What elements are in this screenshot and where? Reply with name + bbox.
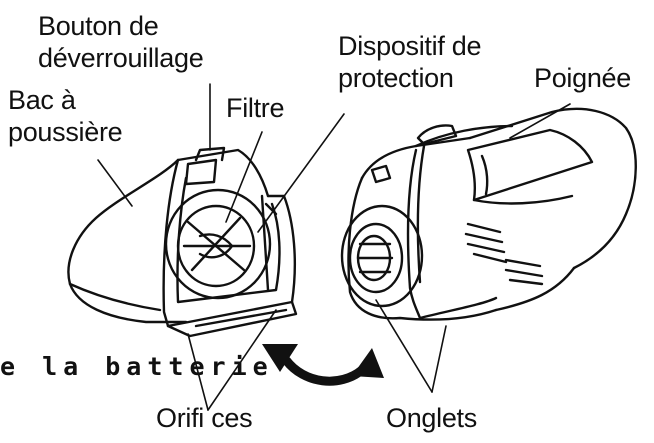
dust-bin-illustration bbox=[67, 146, 298, 338]
label-dust-bin-line1: Bac à bbox=[8, 85, 76, 115]
label-protection-line2: protection bbox=[338, 63, 454, 93]
label-holes: Orifi ces bbox=[156, 403, 253, 433]
label-unlock-button-line2: déverrouillage bbox=[38, 43, 204, 73]
curved-double-arrow-icon bbox=[262, 344, 384, 386]
leader-tabs-a bbox=[375, 299, 433, 393]
leader-dust-bin bbox=[97, 159, 133, 207]
leader-holes-a bbox=[187, 333, 209, 411]
leader-handle bbox=[509, 103, 571, 139]
label-tabs: Onglets bbox=[386, 403, 477, 433]
label-filter: Filtre bbox=[226, 93, 285, 123]
leader-filter bbox=[225, 131, 263, 223]
label-handle: Poignée bbox=[534, 63, 631, 93]
label-battery-fragment: e la batterie bbox=[0, 352, 274, 381]
leader-tabs-b bbox=[431, 325, 447, 393]
label-dust-bin-line2: poussière bbox=[8, 117, 123, 147]
label-protection-line1: Dispositif de bbox=[338, 31, 482, 61]
leader-protection bbox=[257, 113, 345, 233]
label-unlock-button-line1: Bouton de bbox=[38, 11, 159, 41]
main-body-illustration bbox=[340, 107, 637, 321]
leader-lines bbox=[97, 83, 571, 411]
leader-holes-b bbox=[207, 309, 277, 411]
